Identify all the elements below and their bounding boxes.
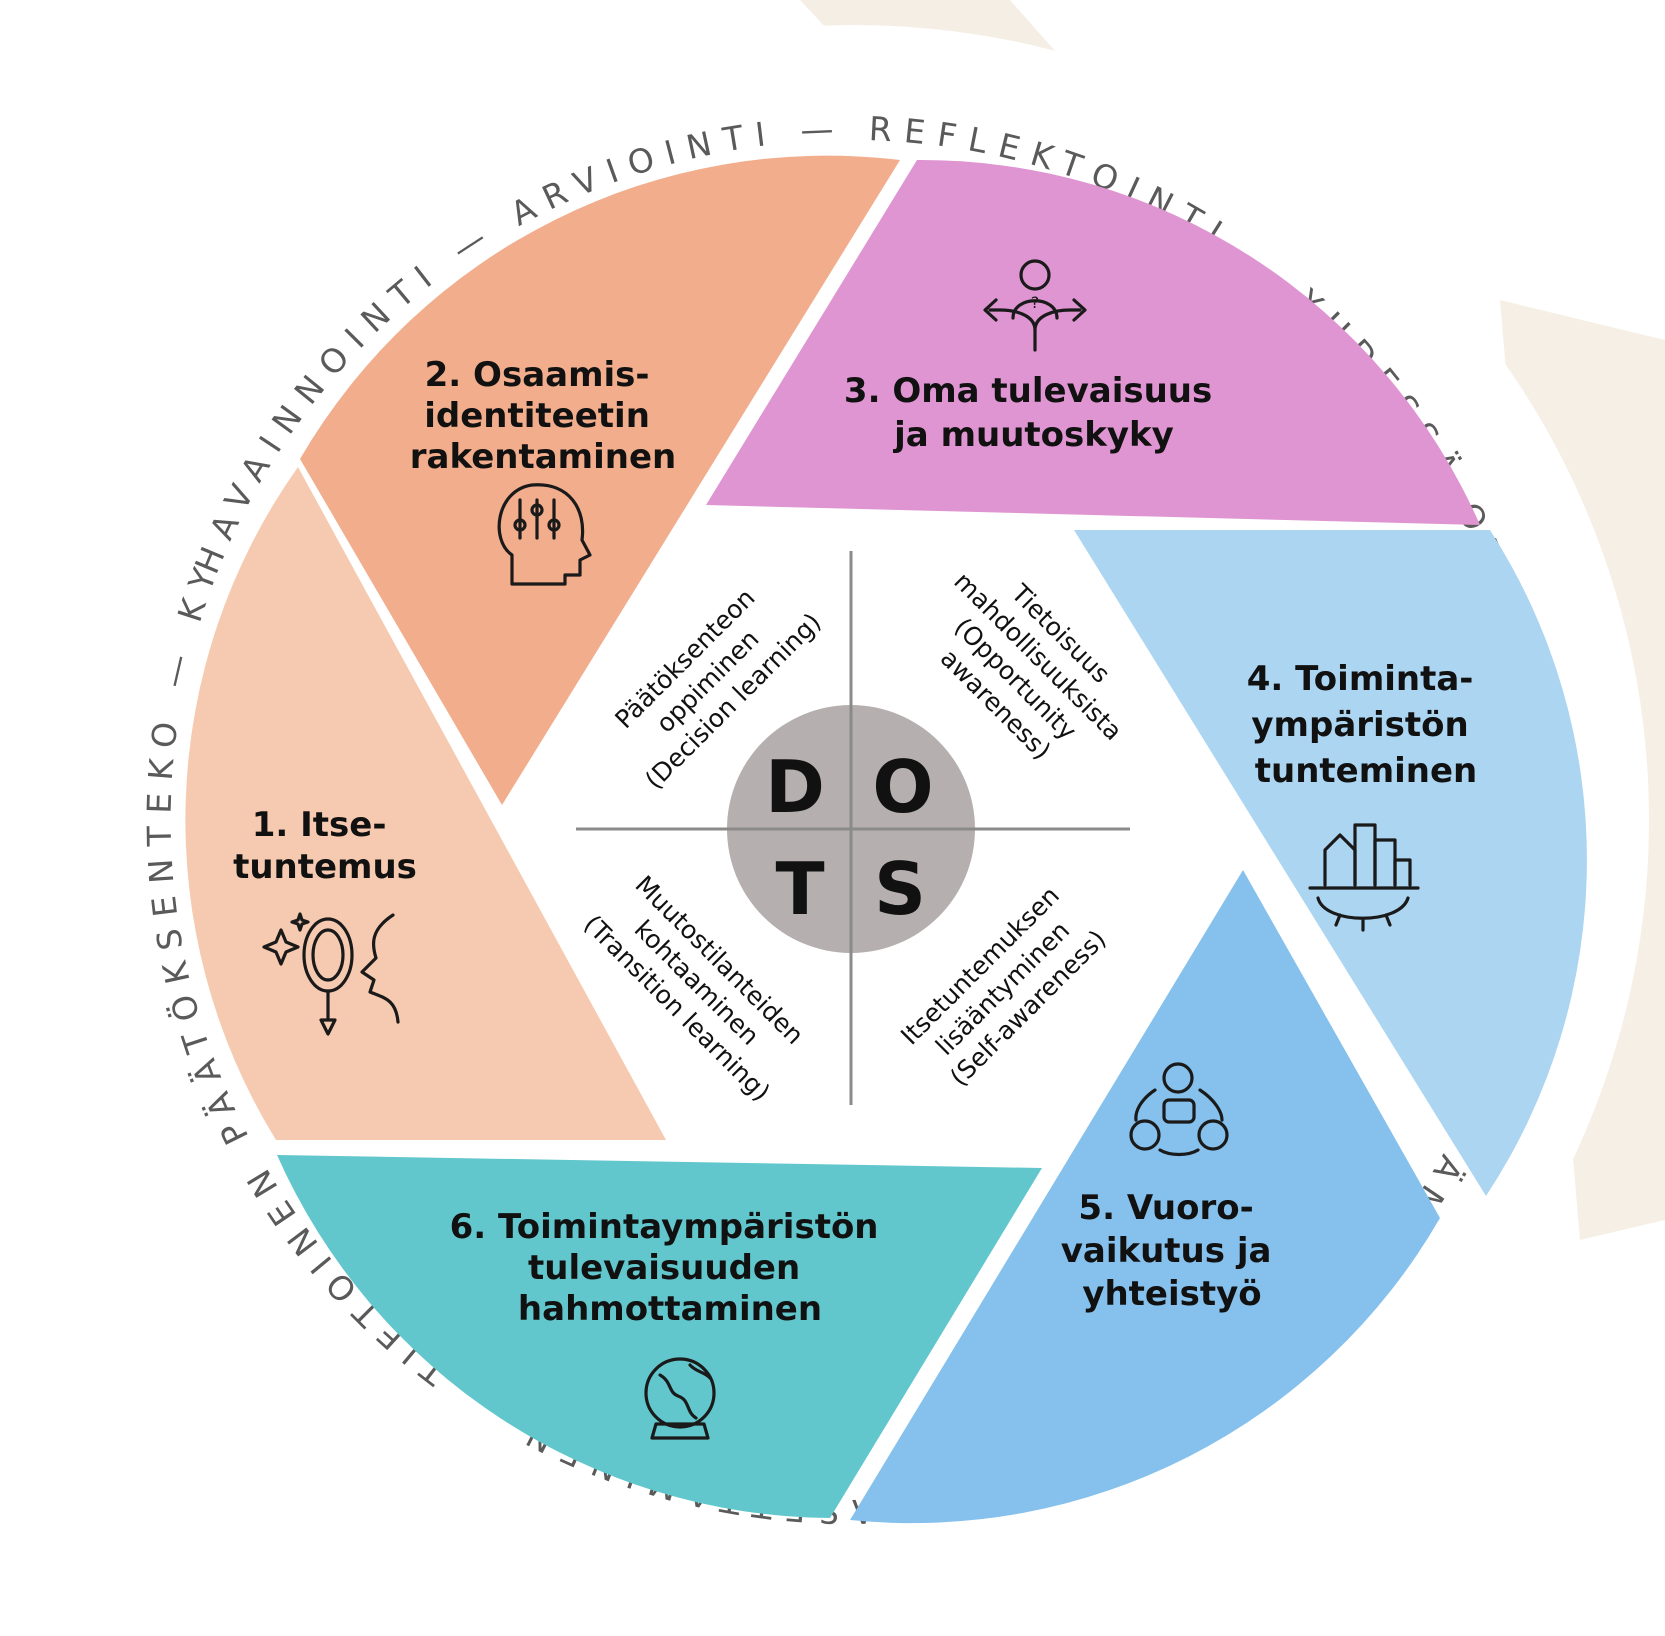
segment-5-title-line: yhteistyö <box>1082 1274 1261 1314</box>
person-crossroads-icon: ? <box>983 259 1087 352</box>
segments <box>185 155 1587 1524</box>
segment-4-title: 4. Toiminta- ympäristön tunteminen <box>1247 659 1486 791</box>
segment-6-title-line: hahmottaminen <box>518 1289 822 1329</box>
segment-2-title-line: 2. Osaamis- <box>425 355 650 395</box>
dots-letter-o: O <box>872 745 933 829</box>
dots-letter-s: S <box>874 847 926 931</box>
segment-3-title-line: ja muutoskyky <box>892 415 1174 455</box>
city-gear-icon <box>1308 823 1420 932</box>
team-chat-icon <box>1129 1062 1229 1157</box>
segment-5-title-line: 5. Vuoro- <box>1078 1188 1253 1228</box>
segment-1-title-line: 1. Itse- <box>252 805 387 845</box>
segment-6-title-line: tulevaisuuden <box>528 1248 800 1288</box>
dots-letter-t: T <box>775 847 824 931</box>
dots-letter-d: D <box>765 745 825 829</box>
segment-2-title: 2. Osaamis- identiteetin rakentaminen <box>410 355 676 477</box>
segment-2-title-line: identiteetin <box>424 396 650 436</box>
segment-4-title-line: ympäristön <box>1251 705 1468 745</box>
svg-text:?: ? <box>1031 293 1040 312</box>
globe-icon <box>644 1357 716 1440</box>
segment-5-title: 5. Vuoro- vaikutus ja yhteistyö <box>1061 1188 1284 1314</box>
segment-4-title-line: 4. Toiminta- <box>1247 659 1474 699</box>
segment-4 <box>1074 530 1587 1196</box>
segment-6 <box>277 1155 1042 1518</box>
segment-2 <box>300 155 900 805</box>
segment-5-title-line: vaikutus ja <box>1061 1231 1272 1271</box>
segment-3 <box>706 159 1480 525</box>
segment-3-title-line: 3. Oma tulevaisuus <box>844 371 1212 411</box>
segment-5 <box>850 870 1440 1524</box>
segment-2-title-line: rakentaminen <box>410 437 676 477</box>
segment-3-title: 3. Oma tulevaisuus ja muutoskyky <box>844 371 1224 455</box>
segment-6-title-line: 6. Toimintaympäristön <box>450 1207 879 1247</box>
segment-6-title: 6. Toimintaympäristön tulevaisuuden hahm… <box>450 1207 891 1329</box>
mirror-face-icon <box>262 912 400 1036</box>
segment-1-title: 1. Itse- tuntemus <box>233 805 417 887</box>
segment-1-title-line: tuntemus <box>233 847 417 887</box>
head-sliders-icon <box>497 483 592 586</box>
segment-4-title-line: tunteminen <box>1255 751 1478 791</box>
